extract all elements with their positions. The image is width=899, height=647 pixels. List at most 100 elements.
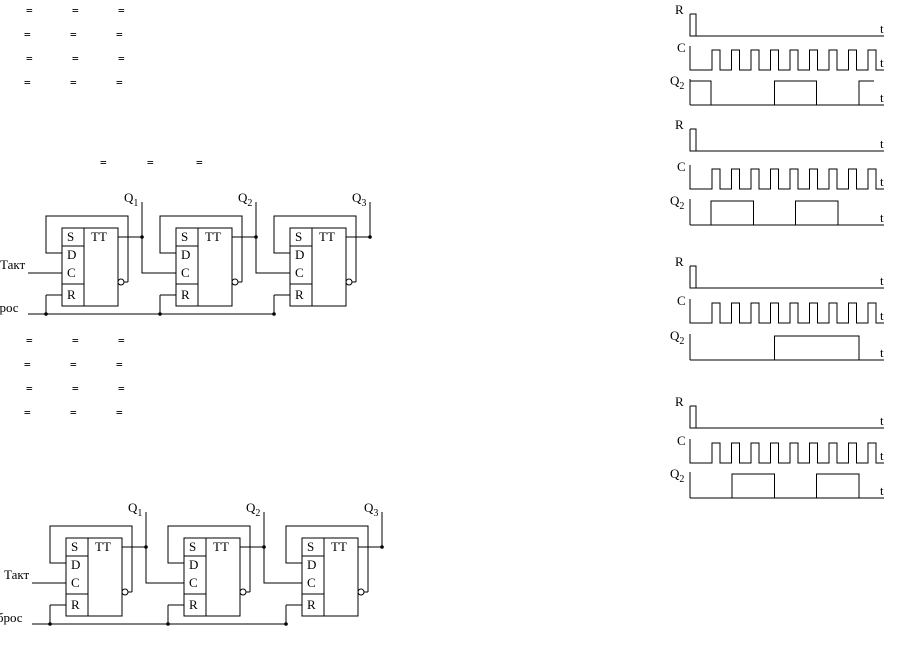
equals-sign: = xyxy=(26,4,33,17)
q2-signal xyxy=(690,200,874,226)
feedback-wire xyxy=(45,215,129,282)
signal-r-label: R xyxy=(675,2,684,17)
clock-label: Такт xyxy=(4,567,30,582)
pin-label: C xyxy=(71,575,80,590)
junction-dot xyxy=(380,545,384,549)
equals-sign: = xyxy=(116,406,123,419)
equals-sign: = xyxy=(116,76,123,89)
trigger-type-label: TT xyxy=(213,539,229,554)
trigger-type-label: TT xyxy=(91,229,107,244)
pin-label: C xyxy=(189,575,198,590)
clock-label: Такт xyxy=(0,257,26,272)
time-label: t xyxy=(880,21,884,36)
signal-c-label: C xyxy=(677,433,686,448)
time-label: t xyxy=(880,136,884,151)
clock-signal xyxy=(689,165,884,190)
pin-label: S xyxy=(307,539,314,554)
signal-r-label: R xyxy=(675,254,684,269)
chain-wire xyxy=(255,237,290,274)
pin-label: S xyxy=(71,539,78,554)
time-label: t xyxy=(880,345,884,360)
equals-sign: = xyxy=(116,358,123,371)
pin-label: D xyxy=(189,557,198,572)
equals-sign: = xyxy=(118,334,125,347)
pin-label: R xyxy=(71,597,80,612)
pin-label: S xyxy=(295,229,302,244)
signal-q2-label: Q2 xyxy=(670,466,684,485)
junction-dot xyxy=(272,312,276,316)
r-pulse xyxy=(690,265,697,288)
time-label: t xyxy=(880,174,884,189)
q2-signal xyxy=(690,473,874,499)
signal-q2-label: Q2 xyxy=(670,193,684,212)
pin-label: R xyxy=(295,287,304,302)
signal-r-label: R xyxy=(675,117,684,132)
equals-sign: = xyxy=(24,406,31,419)
junction-dot xyxy=(48,622,52,626)
feedback-wire xyxy=(285,525,369,592)
equals-sign: = xyxy=(118,52,125,65)
clock-signal xyxy=(689,46,884,71)
clock-signal xyxy=(689,299,884,324)
chain-wire xyxy=(263,547,302,584)
pin-label: R xyxy=(181,287,190,302)
r-signal xyxy=(689,406,884,429)
reset-label: Сброс xyxy=(0,300,19,315)
trigger-type-label: TT xyxy=(205,229,221,244)
signal-q2-label: Q2 xyxy=(670,328,684,347)
equals-sign: = xyxy=(26,334,33,347)
r-signal xyxy=(689,14,884,37)
counter-circuit-2: SDCRTTQ1SDCRTTQ2SDCRTTQ3ТактСброс xyxy=(0,500,384,626)
equals-sign: = xyxy=(72,52,79,65)
equals-sign: = xyxy=(72,4,79,17)
equals-sign: = xyxy=(24,28,31,41)
equals-sign: = xyxy=(147,156,154,169)
signal-q2-label: Q2 xyxy=(670,73,684,92)
time-label: t xyxy=(880,483,884,498)
feedback-wire xyxy=(49,525,133,592)
junction-dot xyxy=(284,622,288,626)
trigger-box xyxy=(175,227,233,307)
r-pulse xyxy=(690,128,697,151)
trigger-box xyxy=(183,537,241,617)
signal-c-label: C xyxy=(677,293,686,308)
equals-sign: = xyxy=(24,358,31,371)
equals-sign: = xyxy=(72,382,79,395)
equals-sign: = xyxy=(118,4,125,17)
pin-label: S xyxy=(189,539,196,554)
junction-dot xyxy=(158,312,162,316)
equals-sign: = xyxy=(196,156,203,169)
feedback-wire xyxy=(273,215,357,282)
time-label: t xyxy=(880,448,884,463)
q2-signal xyxy=(690,335,874,361)
clock-signal xyxy=(689,439,884,464)
pin-label: R xyxy=(189,597,198,612)
trigger-box xyxy=(65,537,123,617)
chain-wire xyxy=(141,237,176,274)
equals-sign: = xyxy=(116,28,123,41)
trigger-box xyxy=(61,227,119,307)
r-signal xyxy=(689,129,884,152)
r-signal xyxy=(689,266,884,289)
pin-label: D xyxy=(307,557,316,572)
r-pulse xyxy=(690,405,697,428)
counter-circuit-1: SDCRTTQ1SDCRTTQ2SDCRTTQ3ТактСброс xyxy=(0,190,372,316)
time-label: t xyxy=(880,273,884,288)
pin-label: D xyxy=(71,557,80,572)
r-pulse xyxy=(690,13,697,36)
signal-c-label: C xyxy=(677,159,686,174)
pin-label: C xyxy=(181,265,190,280)
signal-r-label: R xyxy=(675,394,684,409)
signal-c-label: C xyxy=(677,40,686,55)
equals-sign: = xyxy=(118,382,125,395)
chain-wire xyxy=(145,547,184,584)
q2-signal xyxy=(690,80,874,106)
